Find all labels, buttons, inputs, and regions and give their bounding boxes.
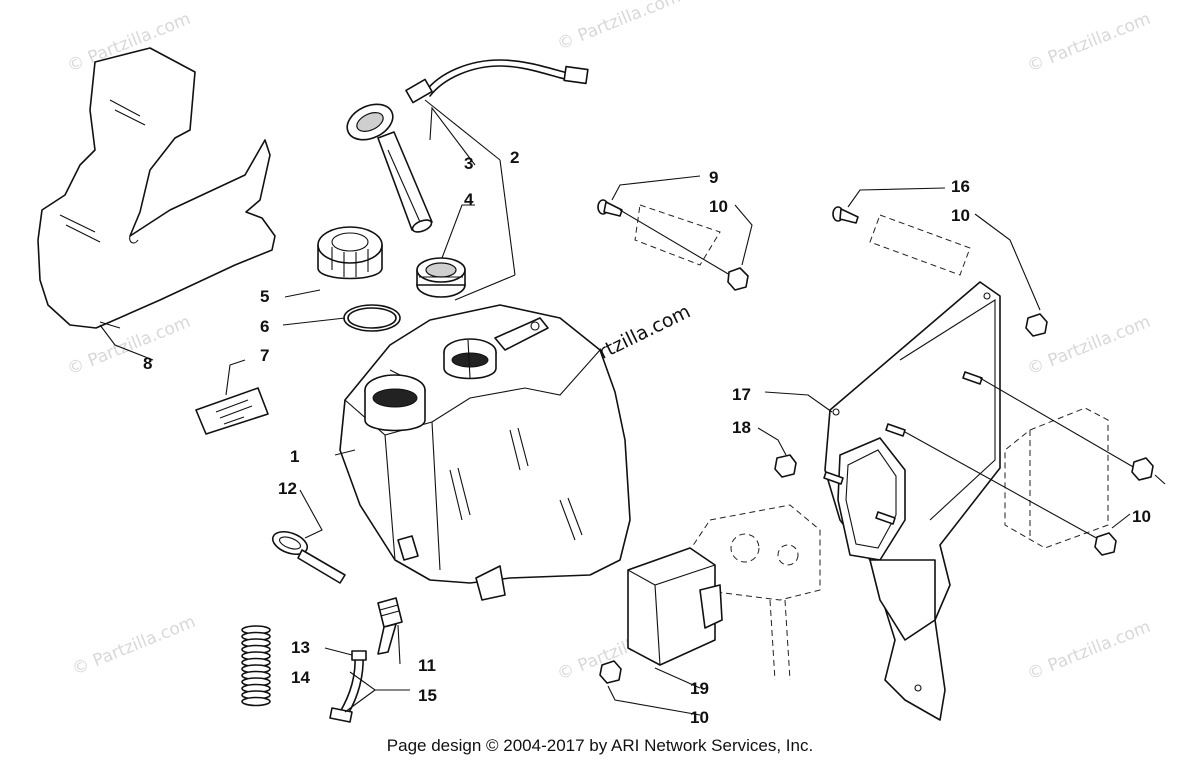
part-8-heat-shield: [37, 47, 276, 329]
watermark: © Partzilla.com: [554, 0, 683, 55]
watermark: © Partzilla.com: [1024, 9, 1153, 77]
callout-13: 13: [291, 638, 310, 657]
callout-5: 5: [260, 287, 269, 306]
part-7-decal: [195, 387, 269, 435]
part-9-bolt: [597, 199, 731, 276]
part-13-hose: [329, 650, 367, 723]
callout-18: 18: [732, 418, 751, 437]
part-10-nut-upper-right: [1025, 313, 1048, 337]
callout-15: 15: [418, 686, 437, 705]
watermark: © Partzilla.com: [69, 612, 198, 680]
part-10-nut-right-lower: [1094, 532, 1117, 556]
part-4-grommet: [416, 257, 466, 298]
callout-10: 10: [690, 708, 709, 727]
part-1-fuel-tank: [339, 304, 631, 601]
part-14-spring: [241, 625, 271, 707]
callout-14: 14: [291, 668, 310, 687]
callout-17: 17: [732, 385, 751, 404]
leader-lines: [99, 99, 1166, 716]
callout-7: 7: [260, 346, 269, 365]
callout-labels: 1 2 3 4 5 6 7 8 9 10 16 10 17 18 12 10 1…: [143, 148, 1151, 727]
watermark: © Partzilla.com: [1024, 617, 1153, 685]
part-11-fitting: [377, 597, 403, 655]
callout-19: 19: [690, 679, 709, 698]
part-16-bolt: [832, 206, 971, 276]
page-footer-copyright: Page design © 2004-2017 by ARI Network S…: [386, 736, 814, 755]
part-10-nut: [727, 267, 749, 291]
callout-3: 3: [464, 154, 473, 173]
part-19-cover: [627, 547, 723, 666]
callout-8: 8: [143, 354, 152, 373]
part-5-gas-cap: [317, 226, 383, 280]
callout-12: 12: [278, 479, 297, 498]
part-10-nut-lower: [599, 660, 622, 684]
part-17-bracket: [823, 281, 1001, 721]
hidden-actuator-assembly: [689, 504, 821, 681]
callout-2: 2: [510, 148, 519, 167]
callout-10: 10: [1132, 507, 1151, 526]
part-10-nut-right-upper: [1131, 457, 1154, 481]
callout-10: 10: [951, 206, 970, 225]
callout-10: 10: [709, 197, 728, 216]
spring-coil: [241, 696, 271, 707]
callout-6: 6: [260, 317, 269, 336]
part-3-fuel-sender: [346, 59, 589, 233]
part-18-nut: [774, 454, 797, 478]
callout-11: 11: [418, 656, 436, 675]
callout-9: 9: [709, 168, 718, 187]
callout-16: 16: [951, 177, 970, 196]
part-6-o-ring: [343, 304, 401, 332]
callout-1: 1: [290, 447, 299, 466]
hidden-component-box: [904, 377, 1136, 549]
part-12-clamp: [271, 530, 346, 584]
callout-4: 4: [464, 190, 474, 209]
